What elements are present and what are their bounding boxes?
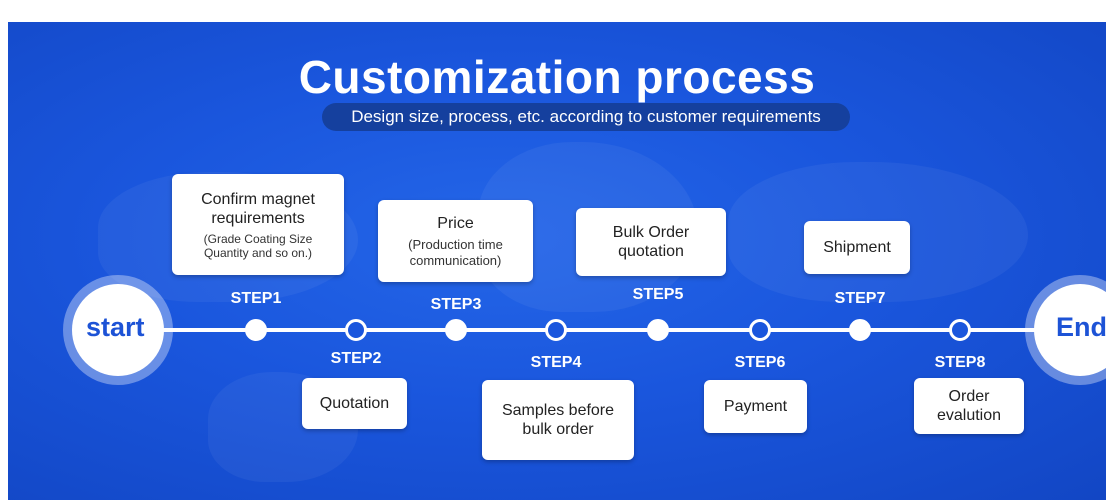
step6-node xyxy=(749,319,771,341)
step5-node xyxy=(647,319,669,341)
step8-label: STEP8 xyxy=(934,354,986,371)
step3-box: Price (Production time communication) xyxy=(378,200,533,282)
process-banner: Customization process Design size, proce… xyxy=(8,22,1106,500)
step7-node xyxy=(849,319,871,341)
step1-label: STEP1 xyxy=(230,290,282,307)
step6-title: Payment xyxy=(723,398,788,415)
step4-title: Samples before bulk order xyxy=(501,402,615,438)
page-subtitle: Design size, process, etc. according to … xyxy=(322,103,850,131)
step5-title: Bulk Order quotation xyxy=(612,224,690,260)
step1-box: Confirm magnet requirements (Grade Coati… xyxy=(172,174,344,275)
step8-node xyxy=(949,319,971,341)
start-circle: start xyxy=(72,284,164,376)
step5-label: STEP5 xyxy=(632,286,684,303)
step1-node xyxy=(245,319,267,341)
step7-label: STEP7 xyxy=(834,290,886,307)
step1-title: Confirm magnet requirements xyxy=(201,190,315,227)
step6-box: Payment xyxy=(704,380,807,433)
step7-title: Shipment xyxy=(823,239,891,256)
step2-node xyxy=(345,319,367,341)
end-label: End xyxy=(1056,312,1106,342)
end-circle: End xyxy=(1034,284,1106,376)
step3-title: Price xyxy=(437,214,474,232)
step2-title: Quotation xyxy=(319,395,390,412)
step5-box: Bulk Order quotation xyxy=(576,208,726,276)
step2-box: Quotation xyxy=(302,378,407,429)
step8-title: Order evalution xyxy=(936,388,1002,424)
step4-node xyxy=(545,319,567,341)
step8-box: Order evalution xyxy=(914,378,1024,434)
step3-node xyxy=(445,319,467,341)
step3-label: STEP3 xyxy=(430,296,482,313)
step3-detail: (Production time communication) xyxy=(408,236,503,268)
page-title: Customization process xyxy=(298,51,816,103)
step6-label: STEP6 xyxy=(734,354,786,371)
timeline-line xyxy=(128,328,1098,332)
step4-label: STEP4 xyxy=(530,354,582,371)
step1-detail: (Grade Coating Size Quantity and so on.) xyxy=(203,231,313,260)
step7-box: Shipment xyxy=(804,221,910,274)
step4-box: Samples before bulk order xyxy=(482,380,634,460)
step2-label: STEP2 xyxy=(330,350,382,367)
start-label: start xyxy=(86,312,145,342)
